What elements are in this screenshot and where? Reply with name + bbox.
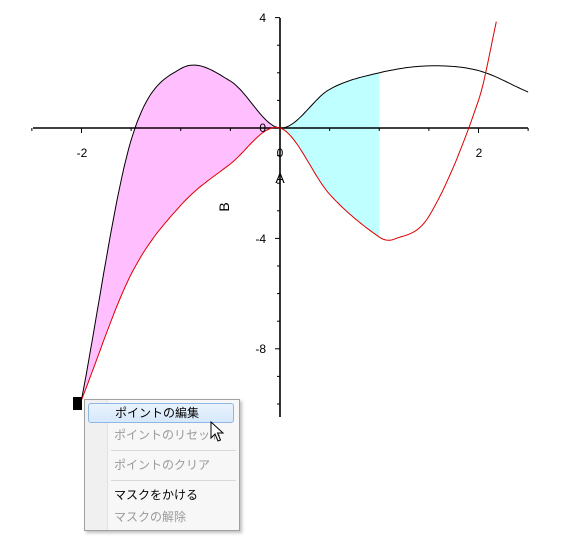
fill-regions bbox=[81, 65, 380, 400]
fill-region-2 bbox=[280, 72, 380, 237]
series-curve-2 bbox=[81, 21, 497, 401]
y-tick-label-0: 0 bbox=[259, 121, 266, 135]
x-tick-label-neg2: -2 bbox=[77, 146, 88, 160]
y-tick-label-neg4: -4 bbox=[255, 232, 266, 246]
menu-item-remove-mask[interactable]: マスクの解除 bbox=[114, 510, 187, 524]
axis-ticks bbox=[31, 17, 529, 405]
axes bbox=[33, 18, 528, 417]
menu-item-apply-mask[interactable]: マスクをかける bbox=[114, 488, 199, 502]
y-tick-label-4: 4 bbox=[259, 11, 266, 25]
fill-region-1 bbox=[81, 65, 280, 400]
x-tick-label-2: 2 bbox=[476, 146, 483, 160]
y-axis-title: B bbox=[216, 202, 232, 211]
data-point-handle[interactable] bbox=[73, 397, 82, 410]
menu-item-edit-point[interactable]: ポイントの編集 bbox=[88, 403, 234, 423]
mouse-pointer-icon bbox=[210, 421, 224, 442]
y-tick-label-neg8: -8 bbox=[255, 342, 266, 356]
menu-separator bbox=[111, 450, 236, 451]
series-curves bbox=[81, 21, 529, 401]
menu-item-reset-point[interactable]: ポイントのリセット bbox=[114, 428, 223, 442]
menu-item-clear-point[interactable]: ポイントのクリア bbox=[114, 458, 211, 472]
menu-separator bbox=[111, 480, 236, 481]
menu-icon-gutter bbox=[85, 400, 108, 530]
series-curve-1 bbox=[81, 64, 529, 400]
context-menu: ポイントの編集 ポイントのリセット ポイントのクリア マスクをかける マスクの解… bbox=[84, 399, 240, 531]
x-tick-label-0: 0 bbox=[277, 146, 284, 160]
x-axis-title: A bbox=[275, 170, 285, 186]
